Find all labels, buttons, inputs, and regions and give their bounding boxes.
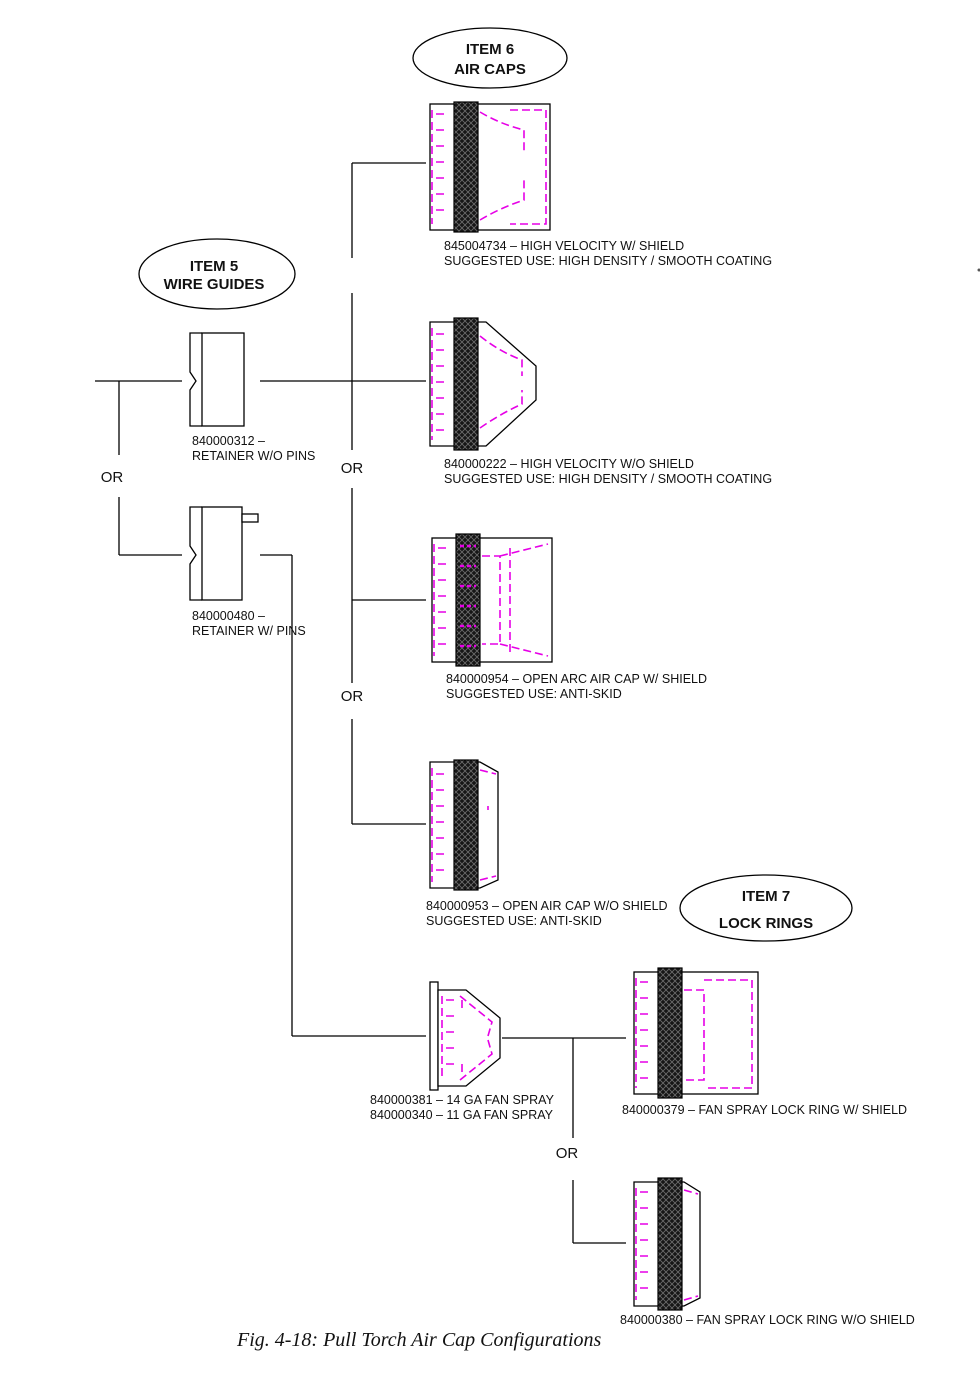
- air-cap-high-velocity-shield-part-number: 845004734 – HIGH VELOCITY W/ SHIELD: [444, 239, 684, 253]
- air-cap-high-velocity-no-shield-use: SUGGESTED USE: HIGH DENSITY / SMOOTH COA…: [444, 472, 772, 486]
- air-cap-high-velocity-shield-use: SUGGESTED USE: HIGH DENSITY / SMOOTH COA…: [444, 254, 772, 268]
- lock-ring-shield-drawing: [633, 967, 759, 1099]
- lock-ring-shield-part-number: 840000379 – FAN SPRAY LOCK RING W/ SHIEL…: [622, 1103, 907, 1117]
- item7-subtitle: LOCK RINGS: [719, 915, 813, 932]
- fan-spray-part-number-11ga: 840000340 – 11 GA FAN SPRAY: [370, 1108, 554, 1122]
- retainer-with-pins-part-number: 840000480 –: [192, 609, 265, 623]
- or-label-air-caps-1: OR: [341, 460, 364, 477]
- air-cap-high-velocity-no-shield-drawing: [429, 317, 537, 451]
- air-cap-open-arc-shield-use: SUGGESTED USE: ANTI-SKID: [446, 687, 622, 701]
- retainer-without-pins-drawing: [189, 332, 245, 427]
- air-cap-open-arc-shield-drawing: [431, 533, 553, 667]
- air-cap-open-no-shield-drawing: [429, 759, 499, 891]
- figure-caption: Fig. 4-18: Pull Torch Air Cap Configurat…: [236, 1329, 602, 1351]
- item7-title: ITEM 7: [742, 888, 790, 905]
- item5-callout: ITEM 5 WIRE GUIDES: [138, 238, 296, 310]
- item5-subtitle: WIRE GUIDES: [164, 276, 265, 293]
- fan-spray-nozzle-drawing: [429, 981, 501, 1091]
- edge-mark: [977, 268, 980, 272]
- item6-callout: ITEM 6 AIR CAPS: [412, 27, 568, 89]
- retainer-with-pins-drawing: [189, 506, 259, 601]
- air-cap-open-arc-shield-part-number: 840000954 – OPEN ARC AIR CAP W/ SHIELD: [446, 672, 707, 686]
- lock-ring-no-shield-part-number: 840000380 – FAN SPRAY LOCK RING W/O SHIE…: [620, 1313, 915, 1327]
- item6-subtitle: AIR CAPS: [454, 61, 526, 78]
- retainer-without-pins-part-number: 840000312 –: [192, 434, 265, 448]
- or-label-lock-rings: OR: [556, 1145, 579, 1162]
- air-cap-high-velocity-no-shield-part-number: 840000222 – HIGH VELOCITY W/O SHIELD: [444, 457, 694, 471]
- lock-ring-no-shield-drawing: [633, 1177, 701, 1311]
- item5-title: ITEM 5: [190, 258, 238, 275]
- or-label-wire-guides: OR: [101, 469, 124, 486]
- item7-callout: ITEM 7 LOCK RINGS: [679, 874, 853, 942]
- connector-lines: [95, 162, 626, 1244]
- retainer-without-pins-description: RETAINER W/O PINS: [192, 449, 315, 463]
- air-cap-open-no-shield-part-number: 840000953 – OPEN AIR CAP W/O SHIELD: [426, 899, 668, 913]
- air-cap-open-no-shield-use: SUGGESTED USE: ANTI-SKID: [426, 914, 602, 928]
- air-cap-high-velocity-shield-drawing: [429, 101, 551, 233]
- fan-spray-part-number-14ga: 840000381 – 14 GA FAN SPRAY: [370, 1093, 555, 1107]
- retainer-with-pins-description: RETAINER W/ PINS: [192, 624, 306, 638]
- item6-title: ITEM 6: [466, 41, 514, 58]
- or-label-air-caps-2: OR: [341, 688, 364, 705]
